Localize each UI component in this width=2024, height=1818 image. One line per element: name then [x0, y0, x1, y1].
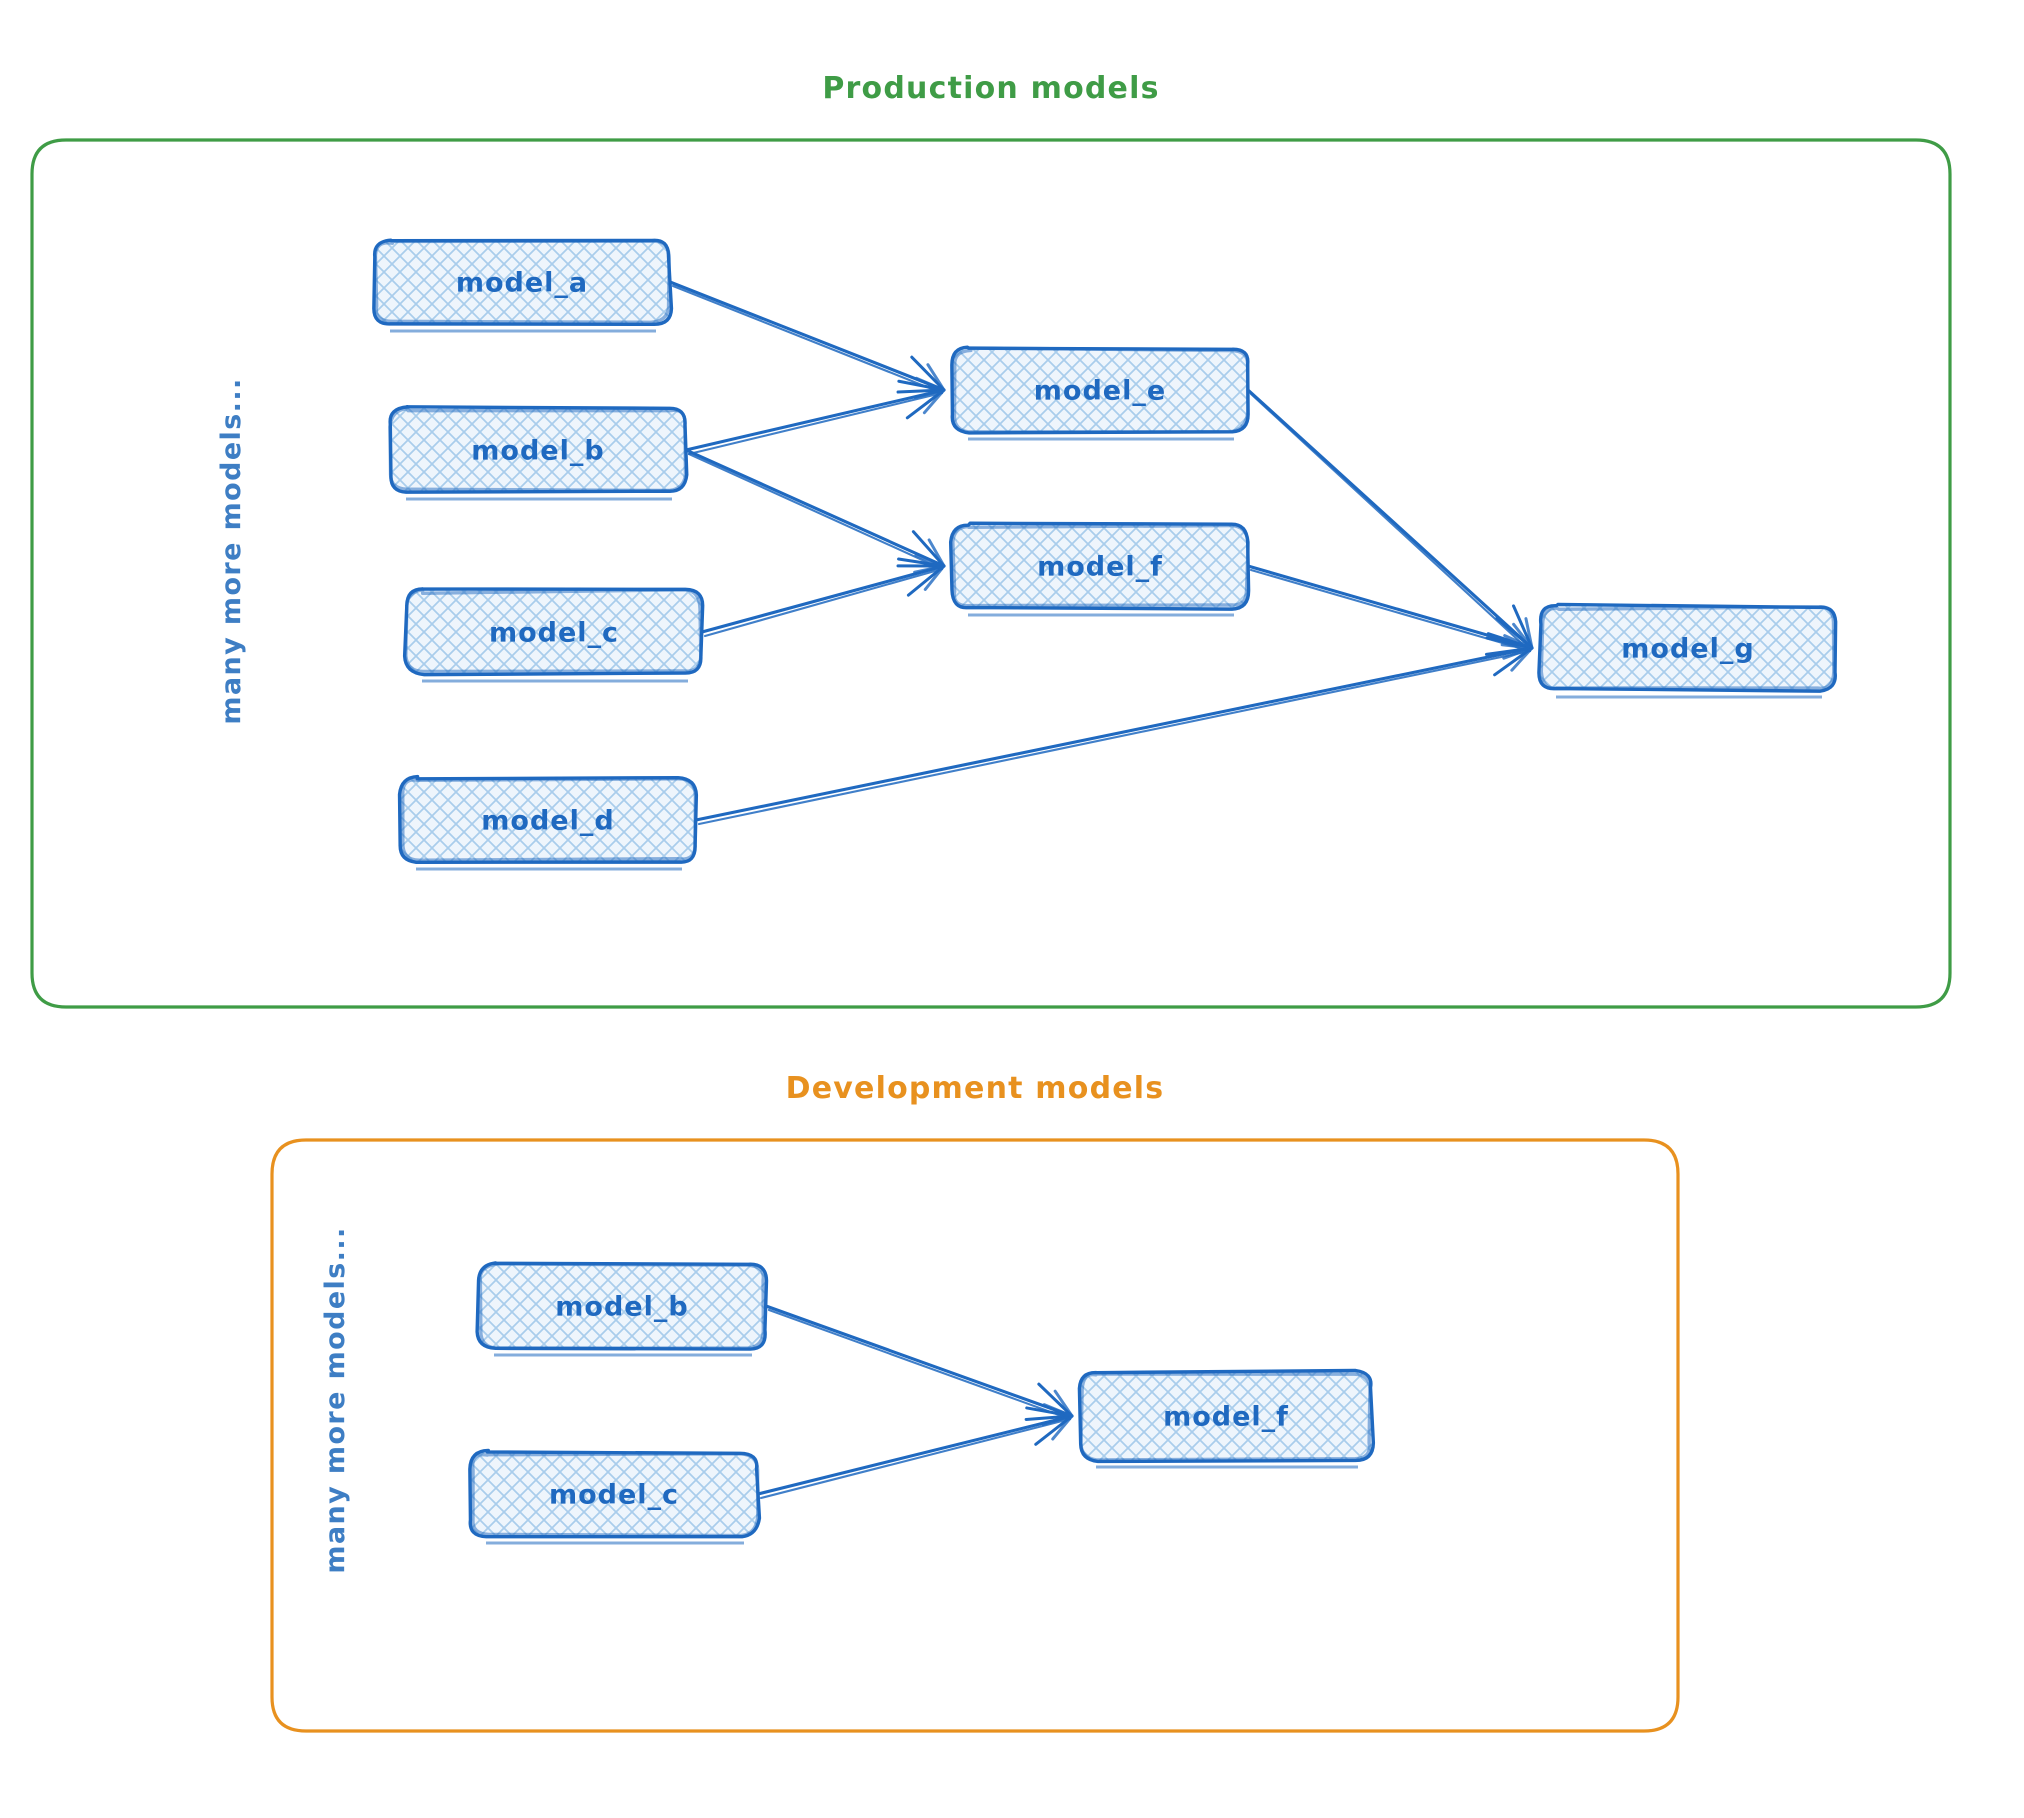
- group-development: Development models many more models...: [270, 1071, 1680, 1733]
- edge-line-echo-prod_model_c-prod_model_f: [703, 567, 944, 638]
- edge-line-prod_model_f-prod_model_g: [1246, 564, 1534, 650]
- node-label-prod_model_f: model_f: [1037, 552, 1163, 583]
- node-prod_model_e[interactable]: model_e: [950, 345, 1250, 441]
- edge-line-prod_model_a-prod_model_e: [668, 280, 946, 392]
- node-label-prod_model_d: model_d: [481, 806, 614, 837]
- edge-line-prod_model_b-prod_model_f: [684, 448, 946, 568]
- node-label-prod_model_b: model_b: [471, 436, 604, 467]
- node-label-prod_model_e: model_e: [1034, 376, 1166, 407]
- side-label-development: many more models...: [320, 1226, 351, 1573]
- node-box-outline-dev_model_f: [1079, 1372, 1372, 1462]
- edge-prod_model_a-to-prod_model_e: [668, 280, 946, 400]
- edge-prod_model_b-to-prod_model_f: [684, 448, 946, 574]
- edge-line-echo-prod_model_a-prod_model_e: [671, 284, 944, 395]
- node-box-outline-prod_model_g: [1539, 605, 1836, 691]
- node-label-prod_model_c: model_c: [489, 618, 619, 649]
- node-box-outline-prod_model_d: [401, 777, 698, 862]
- node-dev_model_c[interactable]: model_c: [468, 1448, 762, 1545]
- edge-line-dev_model_b-dev_model_f: [764, 1304, 1074, 1418]
- edge-prod_model_d-to-prod_model_g: [694, 634, 1534, 826]
- node-label-prod_model_a: model_a: [456, 268, 588, 299]
- edge-arrowhead-echo-prod_model_d-prod_model_g: [1503, 634, 1534, 672]
- node-label-prod_model_g: model_g: [1621, 634, 1754, 665]
- group-container-development: [270, 1138, 1680, 1733]
- node-box-outline-prod_model_b: [388, 406, 688, 493]
- node-box-outline-prod_model_f: [951, 523, 1250, 608]
- node-prod_model_b[interactable]: model_b: [388, 405, 689, 501]
- edge-dev_model_c-to-dev_model_f: [756, 1403, 1074, 1500]
- group-title-production: Production models: [822, 71, 1159, 106]
- node-box-outline-prod_model_a: [373, 239, 671, 324]
- node-prod_model_d[interactable]: model_d: [397, 774, 699, 871]
- edge-line-prod_model_c-prod_model_f: [700, 564, 946, 634]
- node-prod_model_a[interactable]: model_a: [372, 238, 674, 333]
- node-prod_model_c[interactable]: model_c: [402, 587, 705, 683]
- side-label-production: many more models...: [216, 377, 247, 724]
- edge-line-dev_model_c-dev_model_f: [756, 1414, 1074, 1496]
- edge-prod_model_b-to-prod_model_e: [684, 376, 946, 456]
- node-prod_model_g[interactable]: model_g: [1537, 602, 1838, 699]
- node-prod_model_f[interactable]: model_f: [948, 521, 1251, 617]
- group-container-production: [30, 138, 1952, 1009]
- edge-prod_model_c-to-prod_model_f: [700, 553, 946, 638]
- edge-line-prod_model_d-prod_model_g: [694, 646, 1534, 822]
- node-label-dev_model_b: model_b: [555, 1292, 688, 1323]
- edge-prod_model_e-to-prod_model_g: [1246, 388, 1534, 653]
- node-label-dev_model_c: model_c: [549, 1480, 679, 1511]
- node-box-outline-dev_model_b: [478, 1262, 766, 1350]
- edge-line-echo-prod_model_f-prod_model_g: [1249, 568, 1532, 653]
- edge-line-echo-dev_model_c-dev_model_f: [759, 1417, 1072, 1500]
- node-box-outline-prod_model_c: [404, 588, 703, 674]
- node-box-outline-dev_model_c: [470, 1452, 760, 1538]
- edge-line-echo-prod_model_b-prod_model_e: [687, 391, 944, 456]
- edge-arrowhead-echo-prod_model_b-prod_model_e: [914, 376, 946, 415]
- node-dev_model_f[interactable]: model_f: [1077, 1368, 1376, 1469]
- group-production: Production models many more models...: [30, 71, 1952, 1009]
- edge-line-prod_model_b-prod_model_e: [684, 388, 946, 452]
- group-title-development: Development models: [786, 1071, 1165, 1106]
- node-dev_model_b[interactable]: model_b: [475, 1261, 769, 1357]
- edge-line-prod_model_e-prod_model_g: [1246, 388, 1534, 650]
- edge-line-echo-dev_model_b-dev_model_f: [767, 1308, 1072, 1421]
- edge-arrowhead-echo-prod_model_c-prod_model_f: [914, 553, 946, 591]
- edge-arrowhead-echo-dev_model_c-dev_model_f: [1042, 1403, 1074, 1441]
- edge-line-echo-prod_model_e-prod_model_g: [1249, 392, 1532, 653]
- node-label-dev_model_f: model_f: [1163, 1402, 1289, 1433]
- edge-line-echo-prod_model_b-prod_model_f: [687, 452, 944, 571]
- node-box-outline-prod_model_e: [952, 346, 1250, 434]
- edge-prod_model_f-to-prod_model_g: [1246, 564, 1534, 660]
- edge-line-echo-prod_model_d-prod_model_g: [697, 649, 1532, 826]
